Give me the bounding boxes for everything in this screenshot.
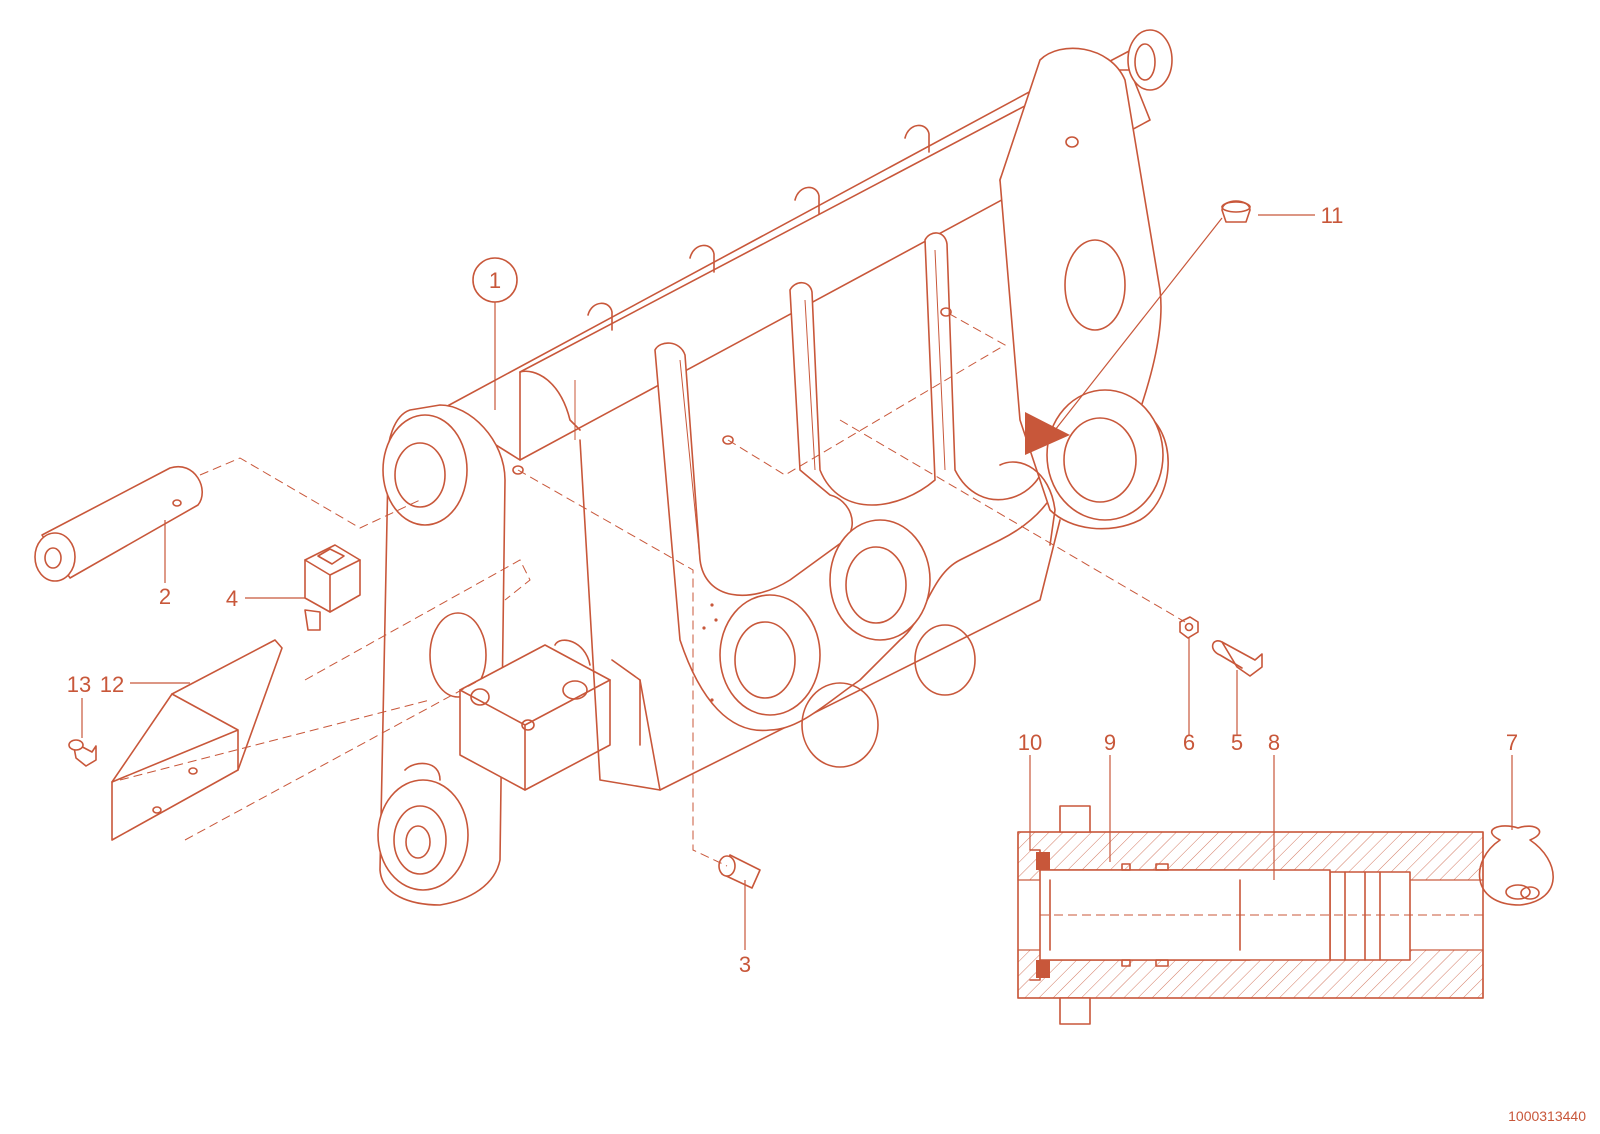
callout-5: 5 [1231, 730, 1243, 755]
callout-7: 7 [1506, 730, 1518, 755]
leader-lines [81, 214, 1513, 950]
callout-4: 4 [226, 586, 238, 611]
grease-bag-part-7 [1478, 825, 1554, 906]
callout-2: 2 [159, 584, 171, 609]
callout-6: 6 [1183, 730, 1195, 755]
grease-nipple-part-3 [718, 854, 761, 889]
callout-9: 9 [1104, 730, 1116, 755]
callout-8: 8 [1268, 730, 1280, 755]
callout-circle-1 [472, 257, 518, 303]
proximity-switch-part-4 [304, 544, 361, 631]
assembly-dashed-lines [119, 311, 1186, 867]
plug-part-11 [1221, 200, 1251, 223]
screw-part-13 [68, 739, 97, 767]
callout-labels: 1 2 3 4 5 6 7 8 9 10 11 12 13 [67, 203, 1518, 977]
bolt-part-5 [1211, 640, 1263, 677]
pin-part-2 [34, 465, 203, 582]
cover-plate-part-12 [111, 639, 283, 841]
callout-3: 3 [739, 952, 751, 977]
main-frame-drawing [377, 29, 1173, 906]
cylinder-cross-section [1017, 805, 1484, 1025]
callout-13: 13 [67, 672, 91, 697]
callout-1: 1 [489, 268, 501, 293]
callout-12: 12 [100, 672, 124, 697]
callout-11: 11 [1321, 203, 1344, 228]
callout-10: 10 [1018, 730, 1042, 755]
drawing-id-number: 1000313440 [1508, 1108, 1586, 1124]
